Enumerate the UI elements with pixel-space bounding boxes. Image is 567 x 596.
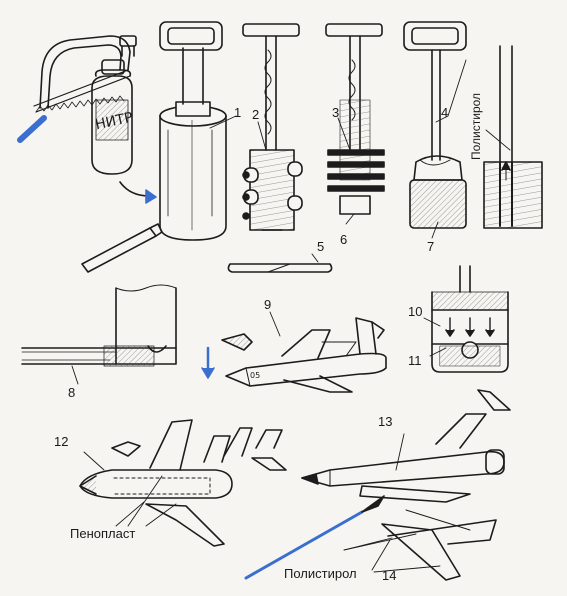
plunger-3 xyxy=(325,23,385,215)
fig-13-plane xyxy=(301,389,511,581)
label-9: 9 xyxy=(264,297,272,312)
blue-handle-hacksaw xyxy=(17,115,47,143)
label-11: 11 xyxy=(408,353,422,368)
stick xyxy=(81,223,163,273)
label-10: 10 xyxy=(408,304,423,319)
label-6: 6 xyxy=(340,232,348,247)
blue-knife xyxy=(244,510,364,580)
polystyrene-rod-block xyxy=(483,45,543,229)
label-1: 1 xyxy=(234,105,242,120)
hacksaw-figure xyxy=(33,35,137,113)
label-8: 8 xyxy=(68,385,76,400)
fuselage-mark: 05 xyxy=(250,371,260,380)
piece-5 xyxy=(227,253,333,273)
plunger-2 xyxy=(242,23,303,231)
label-7: 7 xyxy=(427,239,435,254)
can-label: НИТР xyxy=(94,110,134,134)
plunger-4 xyxy=(403,21,467,229)
fig-12-plane xyxy=(79,419,287,547)
label-13: 13 xyxy=(378,414,393,429)
polystyrol-label-vertical: Полистирол xyxy=(469,92,483,160)
tube-1 xyxy=(159,21,227,241)
label-3: 3 xyxy=(332,105,340,120)
penoplast-label: Пенопласт xyxy=(70,526,136,541)
label-5: 5 xyxy=(317,239,325,254)
fig-10-container xyxy=(423,265,509,373)
spray-can xyxy=(91,59,133,175)
label-14: 14 xyxy=(382,568,397,583)
polystyrol-label-bottom: Полистирол xyxy=(284,566,357,581)
label-4: 4 xyxy=(441,105,449,120)
fig-9-plane xyxy=(201,311,387,393)
label-12: 12 xyxy=(54,434,69,449)
fig-8-tube xyxy=(21,284,177,385)
label-2: 2 xyxy=(252,107,260,122)
